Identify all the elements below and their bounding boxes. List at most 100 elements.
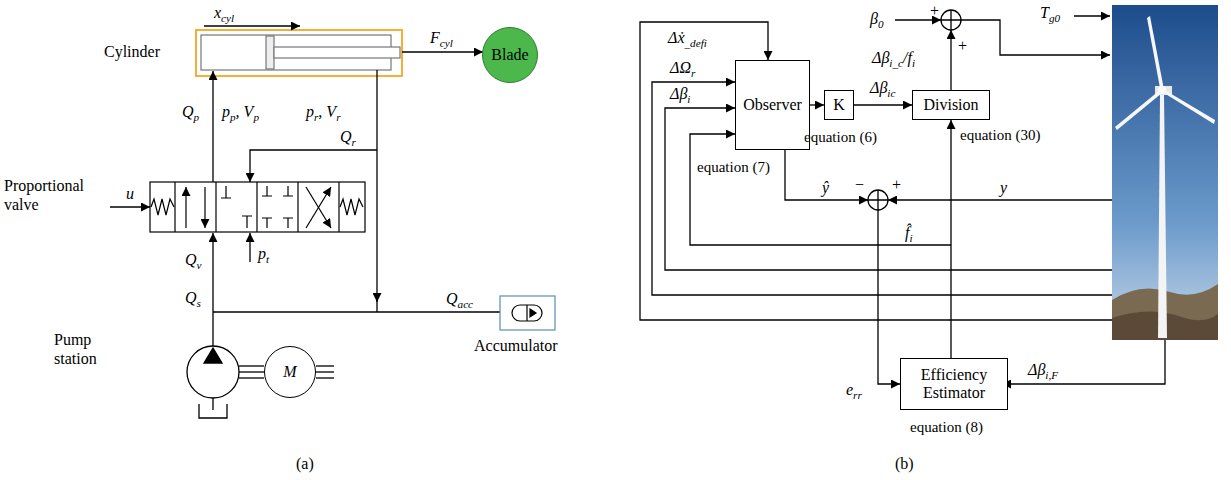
proportional-valve-symbol: [340, 199, 363, 215]
signal-line: [950, 30, 951, 90]
part-name: Cylinder: [104, 43, 160, 60]
edge-label: ic: [887, 87, 895, 99]
node-text: Efficiency Estimator: [901, 366, 1007, 403]
node-text: Division: [919, 96, 982, 114]
accumulator-symbol: [500, 296, 555, 330]
division-box: Division: [912, 90, 990, 120]
proportional-valve-symbol: [185, 187, 186, 228]
summing-junction: [941, 10, 961, 30]
flow-label: r: [352, 136, 356, 148]
signal-name: T: [1040, 4, 1049, 21]
summing-junction: [868, 190, 888, 210]
signal-arrow: [854, 104, 912, 105]
signal-name: ΔΩr: [670, 58, 695, 81]
part-name: Accumulator: [474, 336, 558, 355]
variable-label: cyl: [440, 37, 453, 49]
signal-name: Δβi: [670, 84, 690, 107]
sign-label: +: [958, 36, 967, 55]
proportional-valve-symbol: [338, 182, 339, 232]
equation-ref: equation (30): [960, 126, 1040, 144]
signal-name: ŷ: [822, 178, 829, 197]
signal-name: Δẋ: [668, 29, 685, 46]
node-text: K: [829, 96, 849, 114]
part-name: Cylinder: [104, 42, 160, 61]
pressure-label: p: [222, 103, 230, 120]
signal-name: Δβi_c/fi: [872, 48, 915, 71]
signal-name: i,F: [1045, 369, 1058, 381]
pressure-label: p: [258, 245, 266, 262]
pressure-label: r: [314, 111, 318, 123]
panel-label: (a): [296, 455, 314, 472]
blade-circle: Blade: [482, 27, 538, 83]
hydraulic-line: [250, 150, 377, 182]
signal-name: Tg0: [1040, 3, 1060, 26]
part-name: Pump station: [54, 331, 97, 367]
signal-name: Δβ: [670, 85, 687, 102]
signal-name: u: [126, 185, 134, 202]
pump-symbol: [212, 398, 213, 410]
wind-turbine-photo: [1112, 5, 1218, 340]
equation-ref: equation (6): [804, 129, 877, 145]
proportional-valve-symbol: [151, 199, 174, 215]
pressure-label: pr, Vr: [306, 102, 341, 125]
signal-name: i_c: [889, 57, 903, 69]
flow-label: Qs: [185, 288, 201, 311]
signal-name: r: [691, 67, 695, 79]
summing-junction: [868, 190, 888, 210]
variable-label: xcyl: [214, 3, 234, 26]
sign-label: +: [930, 1, 939, 20]
signal-name: 0: [878, 18, 884, 30]
part-name: Proportional valve: [4, 177, 84, 213]
cylinder-symbol: [274, 47, 400, 58]
equation-ref: equation (6): [804, 128, 877, 146]
wind-turbine-photo: [1115, 90, 1162, 130]
signal-line: [888, 199, 1112, 200]
sign-label: +: [892, 175, 901, 194]
node-text: Observer: [739, 96, 806, 114]
signal-arrow: [810, 104, 824, 105]
signal-name: Δẋ_defi: [668, 28, 707, 51]
pump-symbol: [316, 371, 334, 372]
variable-label: cyl: [221, 12, 234, 24]
pressure-label: p: [306, 103, 314, 120]
cylinder-symbol: [196, 30, 402, 76]
hydraulic-line: [110, 26, 500, 346]
pump-symbol: [187, 346, 239, 398]
node-text: Blade: [487, 46, 532, 64]
signal-line: [878, 210, 900, 384]
signal-name: β: [870, 10, 878, 27]
signal-line: [785, 150, 868, 200]
signal-name: /f: [903, 49, 912, 66]
signal-line: [961, 20, 1110, 55]
flow-label: Q: [340, 128, 352, 145]
wind-turbine-photo: [1147, 16, 1164, 90]
cylinder-symbol: [266, 36, 274, 69]
signal-name: Δβ: [872, 49, 889, 66]
variable-label: x: [214, 4, 221, 21]
cylinder-symbol: [196, 30, 402, 76]
proportional-valve-symbol: [256, 182, 257, 232]
wind-turbine-photo: [1158, 95, 1167, 338]
flow-label: Qp: [182, 102, 199, 125]
signal-name: Δβ: [1028, 361, 1045, 378]
equation-ref: equation (7): [697, 159, 770, 175]
hydraulic-line: [376, 300, 377, 312]
hydraulic-line: [212, 71, 213, 182]
proportional-valve-symbol: [215, 182, 216, 232]
pump-symbol: [316, 377, 334, 378]
signal-name: ŷ: [822, 179, 829, 196]
flow-label: Qr: [340, 127, 356, 150]
pressure-label: pt: [258, 244, 269, 267]
equation-ref: equation (8): [910, 418, 983, 436]
edge-label: Δβ: [870, 79, 887, 96]
signal-line: [652, 82, 1112, 295]
sign-label: +: [958, 37, 967, 54]
signal-name: g0: [1049, 12, 1060, 24]
signal-line: [1074, 15, 1110, 16]
pump-symbol: [199, 404, 227, 418]
sign-label: +: [930, 2, 939, 19]
node-text: M: [279, 363, 300, 381]
proportional-valve-symbol: [262, 186, 293, 228]
accumulator-symbol: [530, 309, 536, 317]
